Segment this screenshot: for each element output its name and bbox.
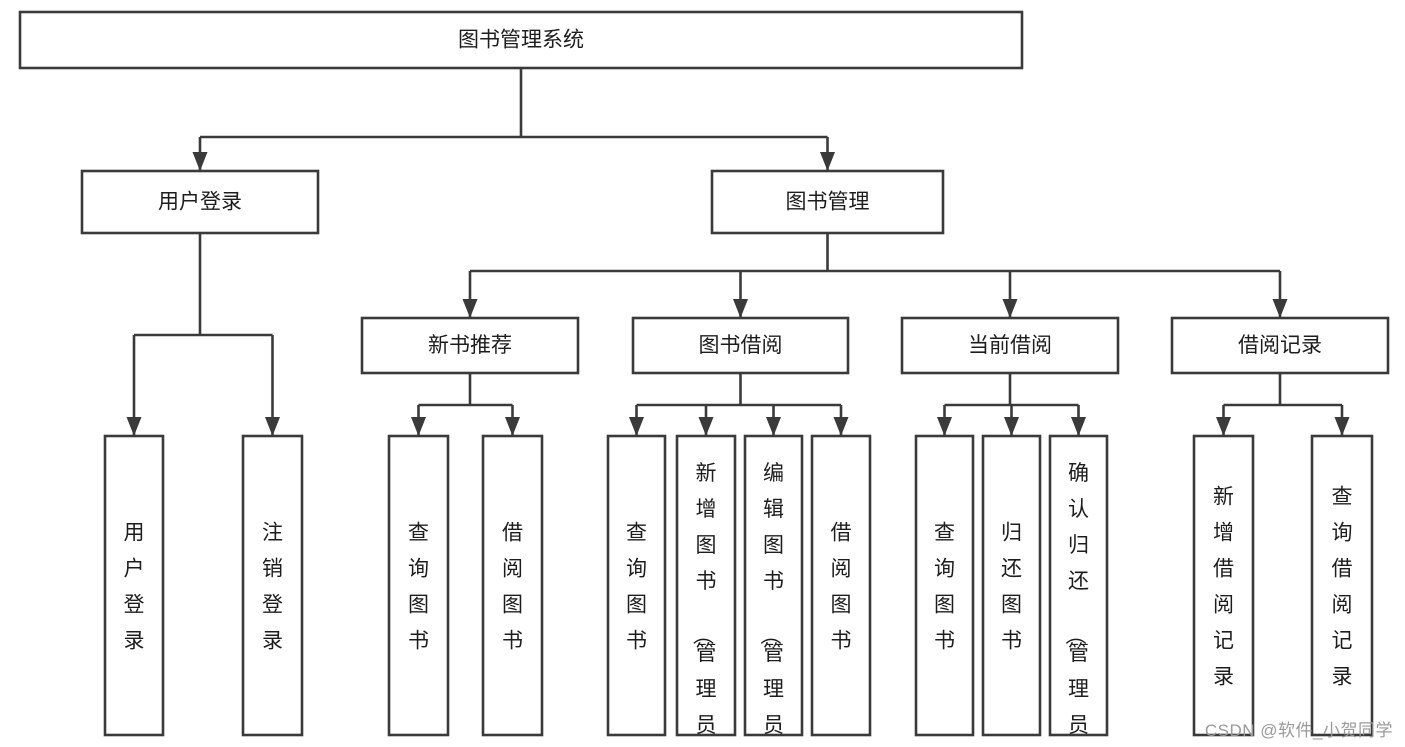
arrow-head-icon [192,152,208,171]
node-box-root[interactable] [18,10,1024,70]
node-label-root: 图书管理系统 [458,29,584,52]
edge-group-borrow-record [1216,373,1350,436]
node-user-login[interactable]: 用户登录 [80,169,320,235]
arrow-head-icon [766,417,781,436]
node-box-leaf-borrow-book[interactable] [810,434,872,737]
node-label-leaf-user-login: 用户登录 [124,522,145,653]
node-leaf-user-login[interactable]: 用户登录 [103,434,165,737]
node-root[interactable]: 图书管理系统 [18,10,1024,70]
node-book-borrow[interactable]: 图书借阅 [631,316,850,375]
node-label-leaf-query-book-current: 查询图书 [934,522,955,653]
arrow-head-icon [126,417,142,436]
edge-group-root [192,68,835,171]
node-book-manage[interactable]: 图书管理 [710,169,945,235]
node-label-user-login: 用户登录 [158,191,242,214]
node-box-leaf-query-book-current[interactable] [914,434,975,737]
node-leaf-query-book-recommend[interactable]: 查询图书 [387,434,450,737]
node-box-user-login[interactable] [80,169,320,235]
node-label-book-borrow: 图书借阅 [699,334,783,357]
node-box-leaf-query-book-borrow[interactable] [606,434,667,737]
arrow-head-icon [411,417,426,436]
node-label-leaf-confirm-return: 确认归还（管理员） [1063,462,1089,747]
node-leaf-add-borrow-record[interactable]: 新增借阅记录 [1192,434,1255,737]
edge-group-book-manage [462,233,1288,318]
node-label-borrow-record: 借阅记录 [1238,334,1322,357]
arrow-head-icon [629,417,644,436]
node-box-book-borrow[interactable] [631,316,850,375]
node-label-new-book-recommend: 新书推荐 [428,334,512,357]
node-label-leaf-add-book: 新增图书（管理员） [691,462,717,747]
node-leaf-query-book-current[interactable]: 查询图书 [914,434,975,737]
arrow-head-icon [833,417,849,436]
node-leaf-confirm-return[interactable]: 确认归还（管理员） [1048,434,1109,747]
node-box-new-book-recommend[interactable] [360,316,580,375]
node-label-leaf-query-book-borrow: 查询图书 [626,522,647,653]
node-new-book-recommend[interactable]: 新书推荐 [360,316,580,375]
node-leaf-query-borrow-record[interactable]: 查询借阅记录 [1310,434,1374,737]
node-current-borrow[interactable]: 当前借阅 [900,316,1120,375]
arrow-head-icon [820,152,835,171]
node-box-borrow-record[interactable] [1170,316,1390,375]
arrow-head-icon [1216,417,1231,436]
node-box-current-borrow[interactable] [900,316,1120,375]
node-label-leaf-query-borrow-record: 查询借阅记录 [1332,486,1353,689]
arrow-head-icon [733,299,748,318]
node-leaf-edit-book[interactable]: 编辑图书（管理员） [743,434,804,747]
arrow-head-icon [1004,417,1019,436]
node-label-leaf-add-borrow-record: 新增借阅记录 [1213,486,1234,689]
arrow-head-icon [505,417,520,436]
node-leaf-query-book-borrow[interactable]: 查询图书 [606,434,667,737]
arrow-head-icon [1272,299,1288,318]
node-leaf-return-book[interactable]: 归还图书 [981,434,1042,737]
arrow-head-icon [698,417,714,436]
node-leaf-logout[interactable]: 注销登录 [241,434,304,737]
connectors-layer [126,68,1350,436]
edge-group-user-login [126,233,280,436]
node-label-leaf-borrow-book: 借阅图书 [831,522,852,653]
node-box-leaf-edit-book[interactable] [743,434,804,737]
edge-group-new-book-recommend [411,373,520,436]
node-label-leaf-return-book: 归还图书 [1001,522,1022,653]
arrow-head-icon [937,417,952,436]
node-box-leaf-logout[interactable] [241,434,304,737]
node-box-leaf-add-borrow-record[interactable] [1192,434,1255,737]
edge-group-current-borrow [937,373,1086,436]
node-box-leaf-query-book-recommend[interactable] [387,434,450,737]
node-leaf-borrow-book-recommend[interactable]: 借阅图书 [481,434,544,737]
arrow-head-icon [265,417,280,436]
node-box-leaf-return-book[interactable] [981,434,1042,737]
node-label-book-manage: 图书管理 [786,191,870,214]
node-box-leaf-borrow-book-recommend[interactable] [481,434,544,737]
node-box-leaf-confirm-return[interactable] [1048,434,1109,737]
node-label-leaf-query-book-recommend: 查询图书 [408,522,429,653]
node-label-leaf-borrow-book-recommend: 借阅图书 [502,522,523,653]
node-box-leaf-query-borrow-record[interactable] [1310,434,1374,737]
node-label-leaf-edit-book: 编辑图书（管理员） [758,462,784,747]
node-leaf-borrow-book[interactable]: 借阅图书 [810,434,872,737]
arrow-head-icon [462,299,478,318]
node-label-leaf-logout: 注销登录 [262,522,283,653]
node-box-book-manage[interactable] [710,169,945,235]
arrow-head-icon [1002,299,1018,318]
edge-group-book-borrow [629,373,849,436]
node-leaf-add-book[interactable]: 新增图书（管理员） [675,434,737,747]
node-box-leaf-user-login[interactable] [103,434,165,737]
nodes-layer: 图书管理系统用户登录图书管理新书推荐图书借阅当前借阅借阅记录用户登录注销登录查询… [18,10,1390,747]
node-box-leaf-add-book[interactable] [675,434,737,737]
arrow-head-icon [1334,417,1350,436]
node-borrow-record[interactable]: 借阅记录 [1170,316,1390,375]
arrow-head-icon [1071,417,1086,436]
node-label-current-borrow: 当前借阅 [968,334,1052,357]
